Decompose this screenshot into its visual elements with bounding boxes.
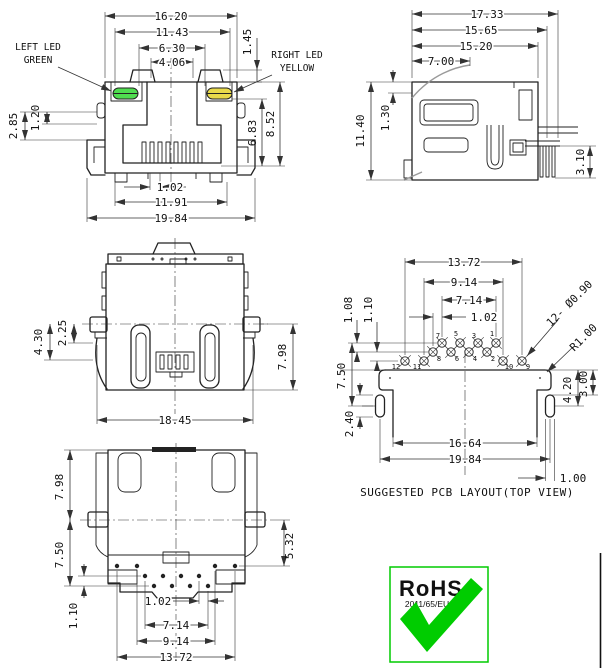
dim-side-3-10: 3.10: [574, 149, 587, 176]
pin-label: 5: [454, 330, 458, 338]
rohs-logo: RoHS 2011/65/EU: [389, 566, 489, 663]
pin-label: 4: [473, 355, 477, 363]
pin-label: 2: [491, 355, 495, 363]
pin-label: 7: [436, 332, 440, 340]
dim-bottom-13-72: 13.72: [159, 651, 192, 664]
dim-pcb-1-00: 1.00: [560, 472, 587, 485]
front-led-labels: LEFT LED GREEN RIGHT LED YELLOW: [15, 42, 323, 93]
pcb-layout-view: 7 5 3 1 8 6 4 2 12 11 10 9 13.72 9.14 7.…: [335, 254, 600, 499]
dim-pcb-7-14: 7.14: [456, 294, 483, 307]
dim-bottom-5-32: 5.32: [283, 533, 296, 560]
dim-side-15-20: 15.20: [459, 40, 492, 53]
dim-front-19-84: 19.84: [154, 212, 187, 225]
shield-tab-bar: [152, 447, 196, 452]
dim-pcb-16-64: 16.64: [448, 437, 481, 450]
dim-bottom-1-02: 1.02: [145, 595, 172, 608]
rohs-directive: 2011/65/EU: [405, 599, 449, 609]
side-view-dimensions: 17.33 15.65 15.20 7.00 11.40 1.30 3.10: [354, 6, 596, 181]
dim-rear-18-45: 18.45: [158, 414, 191, 427]
right-led-color-label: YELLOW: [280, 63, 315, 74]
pin-label: 12: [392, 363, 400, 371]
dim-front-11-43: 11.43: [155, 26, 188, 39]
dim-front-1-45: 1.45: [241, 29, 254, 56]
dim-bottom-7-98: 7.98: [53, 474, 66, 501]
dim-bottom-1-10: 1.10: [67, 603, 80, 630]
pin-label: 3: [472, 332, 476, 340]
rohs-title: RoHS: [399, 576, 463, 601]
front-led-green: [112, 87, 139, 100]
bottom-view: 7.98 7.50 1.10 5.32 1.02 7.14 9.14 13.72: [53, 443, 296, 666]
dim-front-4-06: 4.06: [159, 56, 186, 69]
dim-side-15-65: 15.65: [464, 24, 497, 37]
dim-bottom-9-14: 9.14: [163, 635, 190, 648]
pin-label: 11: [413, 363, 421, 371]
front-view: 16.20 11.43 6.30 4.06 1.45 2.85 1.20 6.8…: [7, 8, 323, 227]
rohs-checkmark-icon: [400, 578, 483, 652]
dim-pcb-1-02: 1.02: [471, 311, 498, 324]
side-view: 17.33 15.65 15.20 7.00 11.40 1.30 3.10: [354, 6, 596, 181]
contact-comb: [141, 141, 203, 164]
dim-pcb-hole-note: 12- Ø0.90: [544, 278, 595, 329]
solder-pin-dots: [114, 563, 238, 589]
dim-rear-2-25: 2.25: [56, 320, 69, 347]
pin-label: 10: [505, 363, 513, 371]
dim-pcb-1-08: 1.08: [342, 297, 355, 324]
dim-front-6-30: 6.30: [159, 42, 186, 55]
dim-front-16-20: 16.20: [154, 10, 187, 23]
rohs-border: [389, 566, 489, 663]
pcb-pin-numbers: 7 5 3 1 8 6 4 2 12 11 10 9: [392, 330, 530, 371]
dim-front-11-91: 11.91: [154, 196, 187, 209]
pin-label: 9: [526, 363, 530, 371]
dim-front-1-20: 1.20: [29, 105, 42, 132]
pin-label: 6: [455, 355, 459, 363]
dim-bottom-7-14: 7.14: [163, 619, 190, 632]
left-led-label: LEFT LED: [15, 42, 61, 53]
right-led-label: RIGHT LED: [271, 50, 323, 61]
front-view-dimensions: 16.20 11.43 6.30 4.06 1.45 2.85 1.20 6.8…: [7, 8, 285, 227]
latch-spring-curve: [411, 64, 471, 99]
dim-front-2-85: 2.85: [7, 113, 20, 140]
dim-bottom-7-50: 7.50: [53, 542, 66, 569]
rear-view-outline: [82, 238, 268, 414]
dim-pcb-9-14: 9.14: [451, 276, 478, 289]
rear-view: 2.25 4.30 7.98 18.45: [32, 238, 298, 429]
dim-pcb-4-20: 4.20: [561, 377, 574, 404]
dim-front-1-02: 1.02: [157, 181, 184, 194]
dim-side-17-33: 17.33: [470, 8, 503, 21]
side-view-outline: [403, 64, 578, 181]
pin-label: 1: [490, 330, 494, 338]
left-led-color-label: GREEN: [24, 55, 53, 66]
dim-pcb-1-10: 1.10: [362, 297, 375, 324]
dim-pcb-radius: R1.00: [567, 321, 600, 354]
dim-rear-7-98: 7.98: [276, 344, 289, 371]
dim-pcb-3-00: 3.00: [577, 371, 590, 398]
pcb-layout-caption: SUGGESTED PCB LAYOUT(TOP VIEW): [360, 486, 574, 499]
dim-side-7-00: 7.00: [428, 55, 455, 68]
dim-front-6-83: 6.83: [246, 120, 259, 147]
bottom-view-dimensions: 7.98 7.50 1.10 5.32 1.02 7.14 9.14 13.72: [53, 449, 296, 666]
dim-side-1-30: 1.30: [379, 105, 392, 132]
dim-pcb-13-72: 13.72: [447, 256, 480, 269]
through-hole-pins: [539, 145, 556, 178]
front-led-yellow: [206, 87, 233, 100]
dim-rear-4-30: 4.30: [32, 329, 45, 356]
dim-pcb-7-50: 7.50: [335, 363, 348, 390]
rear-view-dimensions: 2.25 4.30 7.98 18.45: [32, 320, 298, 429]
pin-label: 8: [437, 355, 441, 363]
dim-pcb-19-84: 19.84: [448, 453, 481, 466]
dim-front-8-52: 8.52: [264, 111, 277, 138]
dim-side-11-40: 11.40: [354, 114, 367, 147]
dim-pcb-2-40: 2.40: [343, 411, 356, 438]
